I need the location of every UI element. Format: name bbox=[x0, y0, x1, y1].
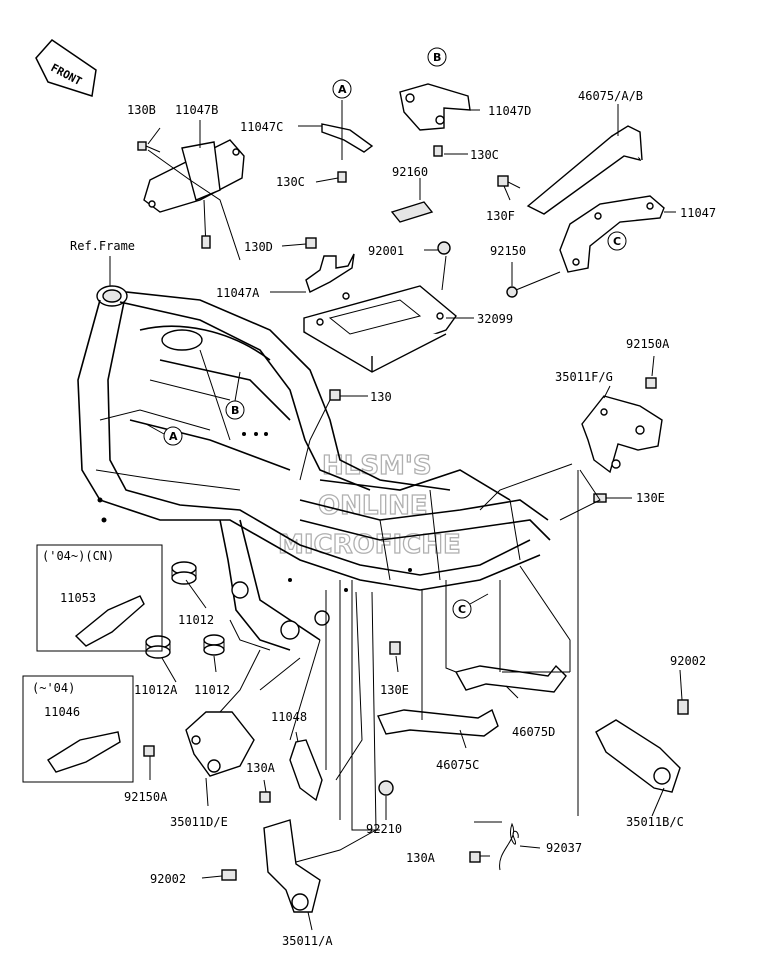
bolt-130F-icon bbox=[497, 175, 521, 189]
guard-46075D bbox=[454, 664, 567, 693]
label-46075D: 46075D bbox=[512, 725, 555, 739]
callout-A-frame: A bbox=[145, 423, 183, 446]
label-11047B: 11047B bbox=[175, 103, 218, 117]
bolt-92150A-top-icon bbox=[645, 377, 657, 389]
tray-32099 bbox=[303, 285, 457, 373]
label-11012-mid: 11012 bbox=[178, 613, 214, 627]
bracket-11047C bbox=[321, 100, 374, 160]
callout-B-top: B bbox=[427, 47, 447, 67]
bolt-130-icon bbox=[329, 389, 341, 401]
label-35011FG: 35011F/G bbox=[555, 370, 613, 384]
label-130A-left: 130A bbox=[246, 761, 276, 775]
label-11047: 11047 bbox=[680, 206, 716, 220]
bolt-130D-icon bbox=[305, 237, 317, 249]
label-46075C: 46075C bbox=[436, 758, 479, 772]
bolt-92150A-low-icon bbox=[143, 745, 155, 757]
guard-46075C bbox=[377, 708, 499, 737]
bolt-130C-icon bbox=[337, 171, 347, 183]
box-cn: ('04~)(CN) 11053 bbox=[36, 544, 163, 652]
label-46075AB: 46075/A/B bbox=[578, 89, 643, 103]
nut-92210-icon bbox=[378, 780, 394, 796]
bracket-11047D bbox=[399, 83, 471, 131]
bolt-130C-right-icon bbox=[433, 145, 443, 157]
svg-text:B: B bbox=[433, 51, 441, 64]
spring-92037-icon bbox=[499, 822, 519, 871]
svg-text:A: A bbox=[338, 83, 347, 96]
watermark-line-1: HLSM'S bbox=[322, 451, 432, 481]
callout-C-top: C bbox=[607, 231, 627, 251]
label-11012-low: 11012 bbox=[194, 683, 230, 697]
svg-text:B: B bbox=[231, 404, 239, 417]
label-130D: 130D bbox=[244, 240, 273, 254]
label-35011BC: 35011B/C bbox=[626, 815, 684, 829]
grommet-11012-low-icon bbox=[203, 634, 225, 656]
pad-92160 bbox=[390, 201, 434, 223]
box-04: (~'04) 11046 bbox=[22, 675, 134, 783]
label-92150A-low: 92150A bbox=[124, 790, 168, 804]
label-130E-right: 130E bbox=[636, 491, 665, 505]
label-92037: 92037 bbox=[546, 841, 582, 855]
box-cn-title: ('04~)(CN) bbox=[42, 549, 114, 563]
label-92002-left: 92002 bbox=[150, 872, 186, 886]
front-arrow-icon: FRONT bbox=[35, 39, 97, 97]
box-04-title: (~'04) bbox=[32, 681, 75, 695]
leader-lines bbox=[109, 104, 683, 931]
label-130E-low: 130E bbox=[380, 683, 409, 697]
label-11047A: 11047A bbox=[216, 286, 260, 300]
bolt-92150-icon bbox=[506, 271, 561, 298]
bracket-35011BC bbox=[595, 719, 681, 793]
label-11047D: 11047D bbox=[488, 104, 531, 118]
callout-A-top: A bbox=[332, 79, 352, 99]
label-35011A: 35011/A bbox=[282, 934, 333, 948]
callout-C-frame: C bbox=[452, 593, 489, 619]
svg-text:C: C bbox=[613, 235, 621, 248]
grommet-11012-mid-icon bbox=[171, 561, 197, 585]
main-frame bbox=[77, 285, 551, 651]
label-92160: 92160 bbox=[392, 165, 428, 179]
label-92150A-top: 92150A bbox=[626, 337, 670, 351]
nut-92001-icon bbox=[437, 241, 451, 255]
bracket-11047A bbox=[305, 253, 355, 293]
label-92210: 92210 bbox=[366, 822, 402, 836]
label-11048: 11048 bbox=[271, 710, 307, 724]
guard-46075 bbox=[526, 125, 643, 215]
bracket-35011FG bbox=[581, 395, 663, 474]
bracket-35011DE bbox=[185, 711, 255, 777]
label-92002-right: 92002 bbox=[670, 654, 706, 668]
bracket-35011A bbox=[263, 819, 321, 913]
svg-text:C: C bbox=[458, 603, 466, 616]
bolt-130B-icon bbox=[137, 141, 161, 153]
bolt-92002-right-icon bbox=[677, 699, 689, 715]
label-35011DE: 35011D/E bbox=[170, 815, 228, 829]
bolt-92002-left-icon bbox=[221, 869, 237, 881]
bracket-11048 bbox=[289, 739, 323, 802]
label-92150: 92150 bbox=[490, 244, 526, 258]
callout-B-frame: B bbox=[225, 371, 245, 420]
label-32099: 32099 bbox=[477, 312, 513, 326]
watermark-line-3: MICROFICHE bbox=[278, 530, 461, 560]
label-130A-low: 130A bbox=[406, 851, 436, 865]
label-11012A: 11012A bbox=[134, 683, 178, 697]
label-130B: 130B bbox=[127, 103, 156, 117]
part-labels: 130B 11047B 11047C 130C 11047D 130C 4607… bbox=[70, 89, 716, 948]
label-130C-right: 130C bbox=[470, 148, 499, 162]
label-92001: 92001 bbox=[368, 244, 404, 258]
bolt-130E-right-icon bbox=[593, 493, 607, 503]
label-130: 130 bbox=[370, 390, 392, 404]
label-130F: 130F bbox=[486, 209, 515, 223]
bracket-11047B bbox=[143, 139, 245, 249]
svg-text:A: A bbox=[169, 430, 178, 443]
bolt-130A-left-icon bbox=[259, 791, 271, 803]
bolt-130E-low-icon bbox=[389, 641, 401, 655]
box-04-part: 11046 bbox=[44, 705, 80, 719]
grommet-11012A-icon bbox=[145, 635, 171, 659]
box-cn-part: 11053 bbox=[60, 591, 96, 605]
label-11047C: 11047C bbox=[240, 120, 283, 134]
label-130C-left: 130C bbox=[276, 175, 305, 189]
bracket-11047 bbox=[559, 195, 665, 273]
watermark: HLSM'S ONLINE MICROFICHE bbox=[277, 450, 461, 560]
label-ref-frame: Ref.Frame bbox=[70, 239, 135, 253]
bolt-130A-low-icon bbox=[469, 851, 481, 863]
